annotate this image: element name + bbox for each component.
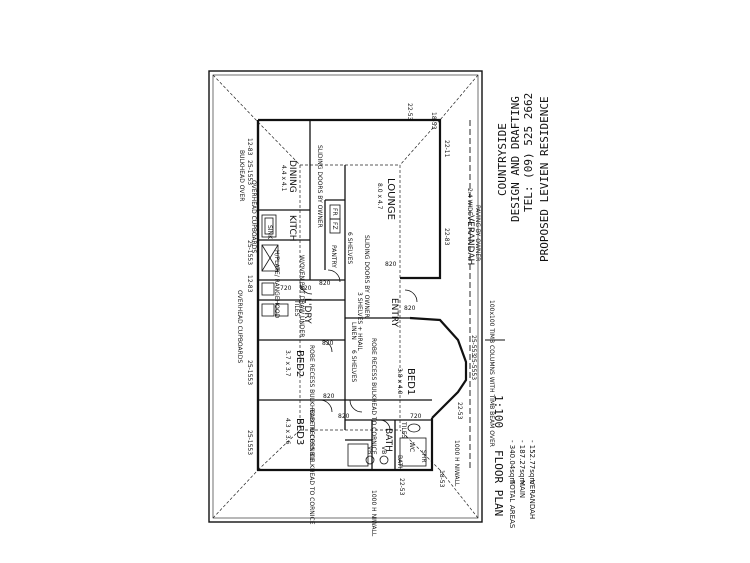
room-bed3-label: BED3 xyxy=(294,418,305,445)
dimension: 12-83 xyxy=(246,275,253,293)
roof-outline xyxy=(208,70,483,523)
room-bed1-label: BED1 xyxy=(405,368,416,395)
door-tag: 720 xyxy=(410,413,422,420)
legend-total-value: - 340.04sqm xyxy=(508,440,516,484)
note-robe-recess-bed3: ROBE RECESS BULKHEAD TO CORNICE xyxy=(308,408,315,525)
room-bed3-size: 4.3 x 3.6 xyxy=(284,418,291,445)
dimension-labels: 18-53 22-53 22-11 22-83 12-83 25-1553 25… xyxy=(246,103,477,496)
legend-main-label: MAIN xyxy=(518,480,526,498)
note-shr: SHR xyxy=(420,450,427,463)
note-tiles: TILES xyxy=(400,421,407,439)
note-wc: WC xyxy=(408,442,415,452)
note-robe-recess-bed1: ROBE RECESS BULKHEAD TO CORNICE xyxy=(370,338,377,455)
note-bath: BATH xyxy=(396,455,403,471)
bath-fittings xyxy=(347,423,427,467)
note-hotplate: H/PLATE/ RANGEHOOD xyxy=(273,250,280,319)
room-entry-label: ENTRY xyxy=(389,298,399,328)
dimension: 22-53 xyxy=(406,103,413,121)
dimension: 25-1553 xyxy=(246,430,253,455)
note-robe-recess-bed2: ROBE RECESS BULKHEAD TO CORNICE xyxy=(308,345,315,462)
note-sink: SINK xyxy=(266,225,273,240)
note-sliding-doors-2: SLIDING DOORS BY OWNER xyxy=(363,235,370,318)
room-linen-label: LINEN xyxy=(350,322,357,340)
note-shelves-2: 3 SHELVES + HRAIL xyxy=(356,292,363,351)
room-lounge-label: LOUNGE xyxy=(385,178,396,220)
note-overhead-cupboards-2: OVERHEAD CUPBOARDS xyxy=(236,290,243,363)
company-phone: TEL: (09) 525 2662 xyxy=(522,93,535,212)
room-bed2-size: 3.7 x 3.7 xyxy=(284,350,291,377)
note-sliding-doors-1: SLIDING DOORS BY OWNER xyxy=(316,145,323,228)
legend-floor-plan: FLOOR PLAN xyxy=(492,450,505,516)
company-name-line1: COUNTRYSIDE xyxy=(496,123,509,196)
house-walls xyxy=(256,118,468,472)
company-name-line2: DESIGN AND DRAFTING xyxy=(509,96,522,222)
room-bed1-size: 3.8 x 4.0 xyxy=(396,368,403,395)
dimension: 25-5553 xyxy=(470,355,477,380)
legend-verandah-label: VERANDAH xyxy=(528,480,536,519)
dimension: 25-1553 xyxy=(246,160,253,185)
door-tag: 820 xyxy=(319,280,331,287)
door-tag: 720 xyxy=(280,285,292,292)
project-title: PROPOSED LEVIEN RESIDENCE xyxy=(538,96,551,262)
kitchen-fittings xyxy=(261,204,341,272)
legend-main-value: - 187.27sqm xyxy=(518,440,526,484)
note-fr: FR xyxy=(331,208,338,216)
dimension: 22-53 xyxy=(398,478,405,496)
legend-total-label: TOTAL xyxy=(508,479,516,502)
room-ldry-label: L'DRY xyxy=(302,298,312,324)
room-pantry-label: PANTRY xyxy=(330,245,337,268)
room-lounge-size: 8.0 x 4.7 xyxy=(376,183,383,210)
plan-legend: FLOOR PLAN 1:100 AREAS TOTAL - 340.04sqm… xyxy=(492,395,536,529)
dimension: 22-11 xyxy=(443,140,450,158)
dimension: 25-553 xyxy=(470,335,477,356)
room-kitchen-label: KITCH xyxy=(287,215,297,242)
door-tag: 820 xyxy=(323,393,335,400)
room-verandah-label: VERANDAH xyxy=(465,215,475,265)
room-bath-label: BATH xyxy=(383,428,393,452)
room-bed2-label: BED2 xyxy=(294,350,305,377)
room-dining-label: DINING xyxy=(287,160,297,193)
note-wall-oven: W/OVEN POT DRAW UNDER xyxy=(298,255,305,337)
dimension: 22-83 xyxy=(443,228,450,246)
door-swings xyxy=(299,269,418,431)
note-columns: 100x100 TIMB COLUMNS WITH TIMB BEAM OVER xyxy=(488,300,495,447)
door-tag: 820 xyxy=(385,261,397,268)
note-niwall-1: 1000 H NIWALL xyxy=(453,440,460,487)
verandah-columns xyxy=(469,120,505,470)
dimension: 22-53 xyxy=(456,402,463,420)
door-tag: 820 xyxy=(300,285,312,292)
door-tag: 820 xyxy=(322,340,334,347)
room-verandah-width: 2.4 WIDE xyxy=(466,188,473,216)
door-tag: 820 xyxy=(404,305,416,312)
note-niwall-2: 1000 H NIWALL xyxy=(370,490,377,537)
plan-notes: BULKHEAD OVER OVERHEAD CUPBOARDS OVERHEA… xyxy=(236,145,495,537)
legend-scale: 1:100 xyxy=(492,395,505,428)
room-dining-size: 4.4 x 4.1 xyxy=(280,165,287,192)
dimension: 25-1553 xyxy=(246,360,253,385)
legend-areas-label: AREAS xyxy=(508,505,516,529)
internal-walls xyxy=(258,120,432,470)
dimension: 18-53 xyxy=(430,112,437,130)
room-verandah-paving: PAVING BY OWNER xyxy=(474,205,481,261)
note-bulkhead: BULKHEAD OVER xyxy=(238,150,245,201)
dimension: 18-53 xyxy=(438,470,445,488)
legend-verandah-value: - 152.77sqm xyxy=(528,440,536,484)
note-shelves-1: 6 SHELVES xyxy=(346,232,353,264)
room-labels: DINING 4.4 x 4.1 KITCH LOUNGE 8.0 x 4.7 … xyxy=(280,160,481,452)
laundry-fittings xyxy=(261,282,289,317)
dimension: 25-1553 xyxy=(246,240,253,265)
door-tag: 820 xyxy=(338,413,350,420)
roof-hip-lines xyxy=(212,74,479,519)
note-shelves-3: 6 SHELVES xyxy=(350,350,357,382)
note-vb1: VB xyxy=(366,446,373,454)
room-ldry-sub: TILES xyxy=(293,299,300,317)
note-fz: FZ xyxy=(331,222,338,230)
door-tags: 820 820 820 820 820 820 820 720 720 xyxy=(280,261,422,420)
title-block: COUNTRYSIDE DESIGN AND DRAFTING TEL: (09… xyxy=(496,93,551,262)
note-vb2: VB xyxy=(380,446,387,454)
dimension: 12-83 xyxy=(246,138,253,156)
note-overhead-cupboards-1: OVERHEAD CUPBOARDS xyxy=(250,180,257,253)
